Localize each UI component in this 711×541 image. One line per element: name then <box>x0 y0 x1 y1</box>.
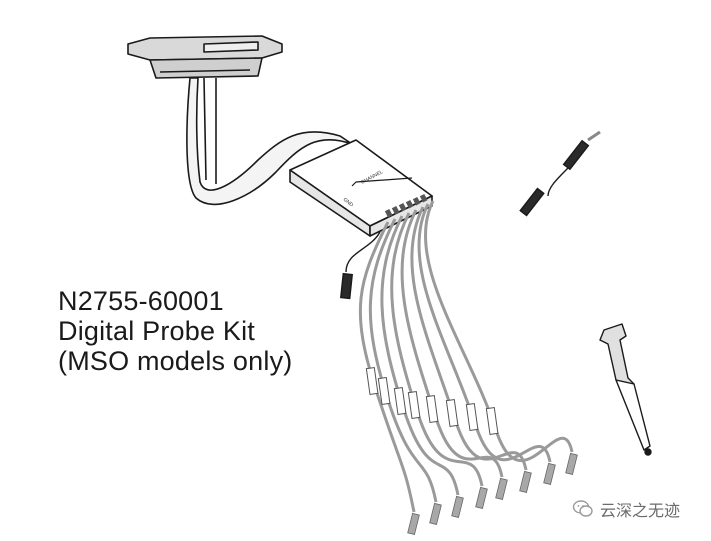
lead-sleeve <box>377 376 391 405</box>
flying-leads <box>358 200 578 535</box>
lead-tip <box>451 495 464 518</box>
lead-tip <box>429 502 442 525</box>
kit-title: Digital Probe Kit <box>58 316 255 346</box>
lead-sleeve <box>445 398 459 427</box>
lead-tip <box>565 452 578 475</box>
grabber-clip <box>599 323 652 456</box>
spare-ground-lead <box>519 130 601 217</box>
lead-tip <box>519 470 532 493</box>
lead-sleeve <box>425 394 439 423</box>
part-number: N2755-60001 <box>58 286 224 316</box>
lead-tip <box>543 462 556 485</box>
watermark-text: 云深之无迹 <box>600 501 681 520</box>
lead-wire <box>410 206 528 471</box>
lead-wire <box>400 209 504 478</box>
lead-tip <box>475 486 488 509</box>
lead-tip <box>407 512 420 535</box>
lead-wire <box>358 221 416 513</box>
lead-tip <box>495 477 508 500</box>
lead-sleeve <box>465 402 479 431</box>
pod-gnd-label: GND <box>342 197 355 209</box>
caption-block: N2755-60001 Digital Probe Kit (MSO model… <box>58 286 292 376</box>
lead-sockets <box>384 193 428 218</box>
watermark: 云深之无迹 <box>572 497 680 521</box>
cable-connector <box>127 35 283 79</box>
lead-wire <box>423 200 574 462</box>
ground-lead <box>339 231 381 300</box>
lead-sleeve <box>407 390 421 419</box>
lead-sleeve <box>393 386 407 415</box>
lead-sleeve <box>485 406 499 435</box>
model-note: (MSO models only) <box>58 346 293 376</box>
wechat-logo-icon <box>572 500 593 517</box>
lead-sleeve <box>365 366 379 395</box>
